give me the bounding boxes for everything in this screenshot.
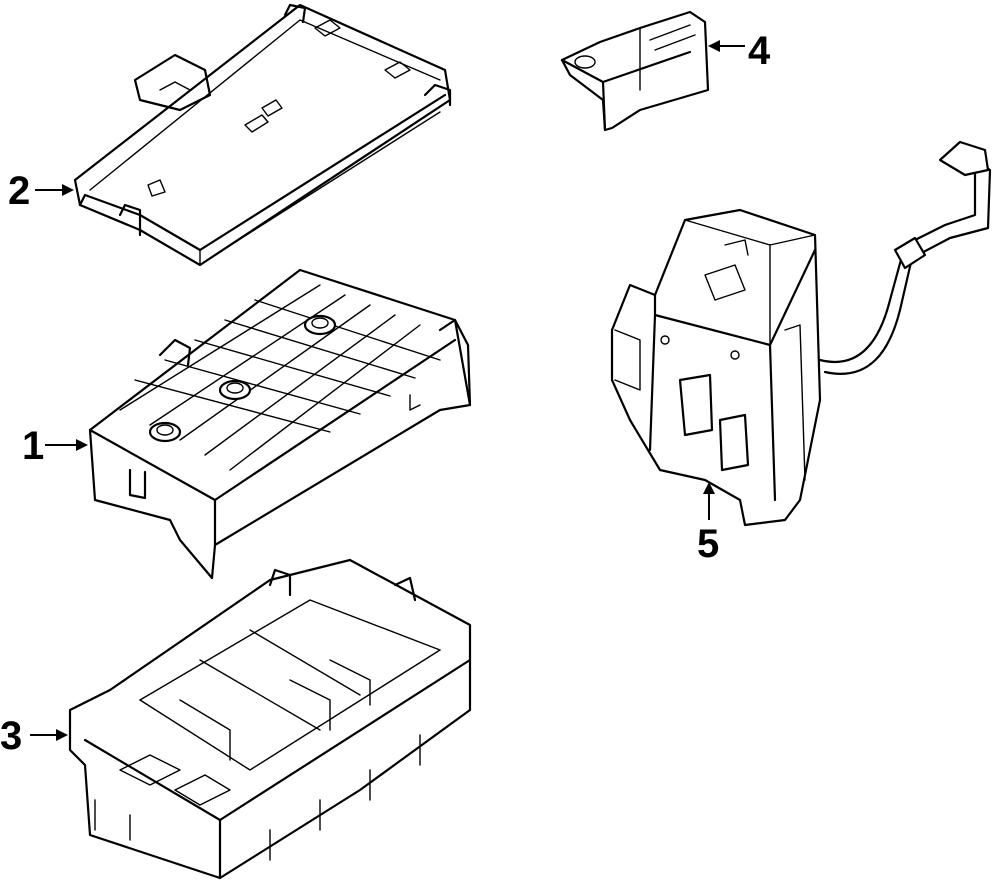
part-2-cover: [73, 3, 452, 267]
part-5-relay: [610, 140, 992, 527]
callout-1: 1: [22, 424, 44, 468]
callout-3: 3: [0, 714, 22, 758]
part-4-bracket: [560, 10, 710, 132]
callout-5: 5: [697, 522, 719, 566]
callout-4: 4: [748, 29, 771, 73]
callout-arrows: [30, 40, 745, 741]
callout-2: 2: [8, 169, 30, 213]
part-1-fuse-box: [88, 268, 472, 580]
part-3-tray: [68, 558, 472, 880]
